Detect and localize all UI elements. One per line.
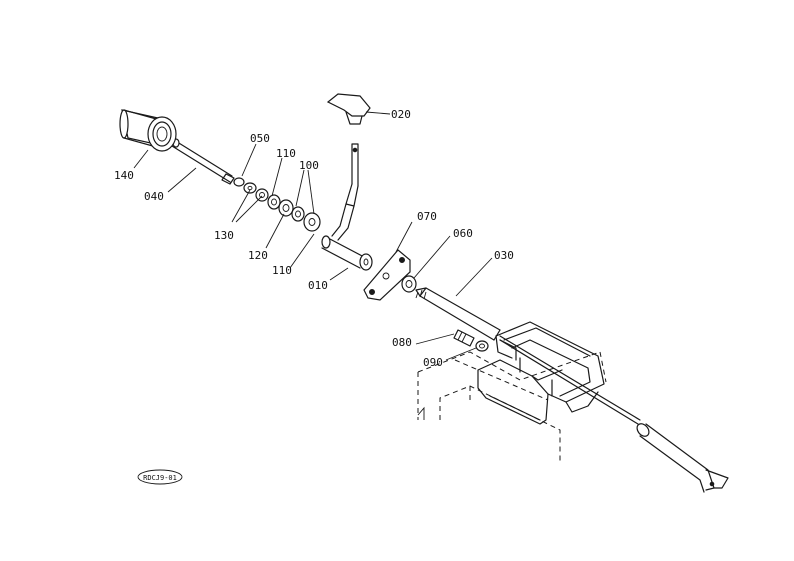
pin-080 xyxy=(453,329,475,347)
callout-100: 100 xyxy=(299,159,319,172)
callout-110-upper: 110 xyxy=(276,147,296,160)
callout-030: 030 xyxy=(494,249,514,262)
lever-end xyxy=(636,423,729,493)
background-frame xyxy=(417,351,607,462)
callout-130: 130 xyxy=(214,229,234,242)
callout-070: 070 xyxy=(417,210,437,223)
knob-020 xyxy=(326,93,371,125)
callout-040: 040 xyxy=(144,190,164,203)
bearing-stack xyxy=(233,177,321,232)
callout-labels: 020 050 110 100 140 040 130 120 110 010 … xyxy=(114,108,514,369)
mounting-bracket xyxy=(477,321,605,425)
callout-080: 080 xyxy=(392,336,412,349)
plate-070 xyxy=(363,249,411,301)
leader-lines xyxy=(133,111,493,361)
callout-140: 140 xyxy=(114,169,134,182)
lever-010 xyxy=(321,143,373,271)
callout-010: 010 xyxy=(308,279,328,292)
shaft-030 xyxy=(415,287,641,425)
stamp-code: RDCJ9-01 xyxy=(143,474,177,482)
reference-stamp: RDCJ9-01 xyxy=(137,469,183,485)
washer-060 xyxy=(401,275,417,293)
callout-110-lower: 110 xyxy=(272,264,292,277)
washer-090 xyxy=(475,340,489,352)
callout-020: 020 xyxy=(391,108,411,121)
rod-040 xyxy=(171,138,235,185)
callout-060: 060 xyxy=(453,227,473,240)
callout-090: 090 xyxy=(423,356,443,369)
cylinder-140 xyxy=(119,109,177,152)
callout-050: 050 xyxy=(250,132,270,145)
callout-120: 120 xyxy=(248,249,268,262)
